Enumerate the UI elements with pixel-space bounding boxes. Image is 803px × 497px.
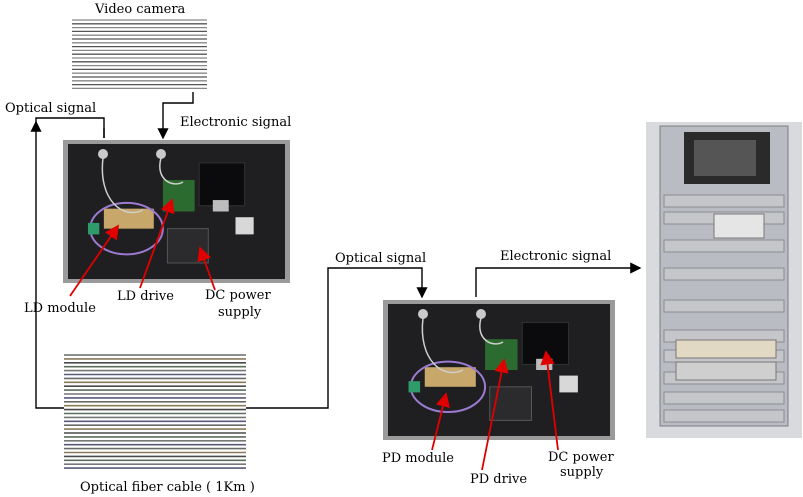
optical-signal-right-label: Optical signal	[335, 251, 426, 266]
red-pointer	[139, 198, 175, 289]
optical-fiber-image	[64, 352, 246, 472]
rack-shelf	[663, 391, 785, 405]
red-pointer	[197, 246, 216, 291]
pd-module-label: PD module	[382, 451, 454, 466]
terminal-block	[559, 375, 578, 393]
connection-line	[475, 262, 642, 297]
video-camera-label: Video camera	[94, 2, 186, 17]
electronic-signal-right-label: Electronic signal	[500, 249, 611, 264]
red-pointer	[481, 358, 509, 471]
rack-instrument	[675, 339, 777, 359]
optical-signal-left-label: Optical signal	[5, 101, 96, 116]
cable	[101, 157, 144, 214]
cable	[159, 157, 184, 185]
ld-module-label: LD module	[24, 301, 96, 316]
ld-transmitter-panel	[63, 140, 290, 283]
terminal-block	[536, 358, 553, 370]
dc-power-right-line2: supply	[560, 465, 604, 480]
rack-shelf	[663, 409, 785, 423]
module-plate	[103, 208, 154, 229]
red-pointer	[431, 392, 450, 451]
electronic-signal-left-label: Electronic signal	[180, 115, 291, 130]
cable	[421, 317, 464, 374]
black-box	[198, 162, 246, 207]
terminal-block	[235, 217, 254, 235]
red-pointer-arrows	[69, 198, 559, 471]
rack-shelf	[663, 239, 785, 253]
pd-drive-label: PD drive	[470, 472, 527, 487]
black-box	[521, 321, 570, 365]
connector-b	[476, 309, 486, 319]
optical-fiber-label: Optical fiber cable ( 1Km )	[80, 480, 255, 495]
cable	[479, 317, 504, 345]
ld-drive-label: LD drive	[117, 289, 174, 304]
terminal-block	[212, 200, 229, 212]
connection-lines	[30, 92, 642, 409]
dc-power-left-line2: supply	[218, 305, 262, 320]
rack-shelf	[663, 267, 785, 281]
connector-b	[156, 149, 166, 159]
dc-power-right-line1: DC power	[548, 450, 614, 465]
red-pointer	[69, 224, 120, 297]
connection-line	[35, 117, 105, 409]
rack-monitor-screen	[694, 140, 756, 176]
small-module	[87, 222, 100, 235]
red-pointer	[540, 350, 559, 451]
equipment-rack-image	[646, 122, 802, 438]
rack-instrument	[675, 361, 777, 381]
connector-a	[418, 309, 428, 319]
connection-line	[246, 267, 428, 409]
rack-shelf	[663, 299, 785, 313]
connection-line	[157, 92, 194, 140]
video-camera-image	[72, 18, 207, 93]
pd-receiver-panel	[383, 300, 615, 440]
rack-shelf	[663, 194, 785, 208]
module-plate	[424, 367, 476, 387]
circuit-board	[162, 180, 195, 212]
power-supply-box	[166, 228, 209, 264]
rack-oscilloscope	[713, 213, 765, 239]
small-module	[408, 381, 421, 393]
dc-power-left-line1: DC power	[205, 288, 271, 303]
connector-a	[98, 149, 108, 159]
circuit-board	[485, 339, 518, 370]
